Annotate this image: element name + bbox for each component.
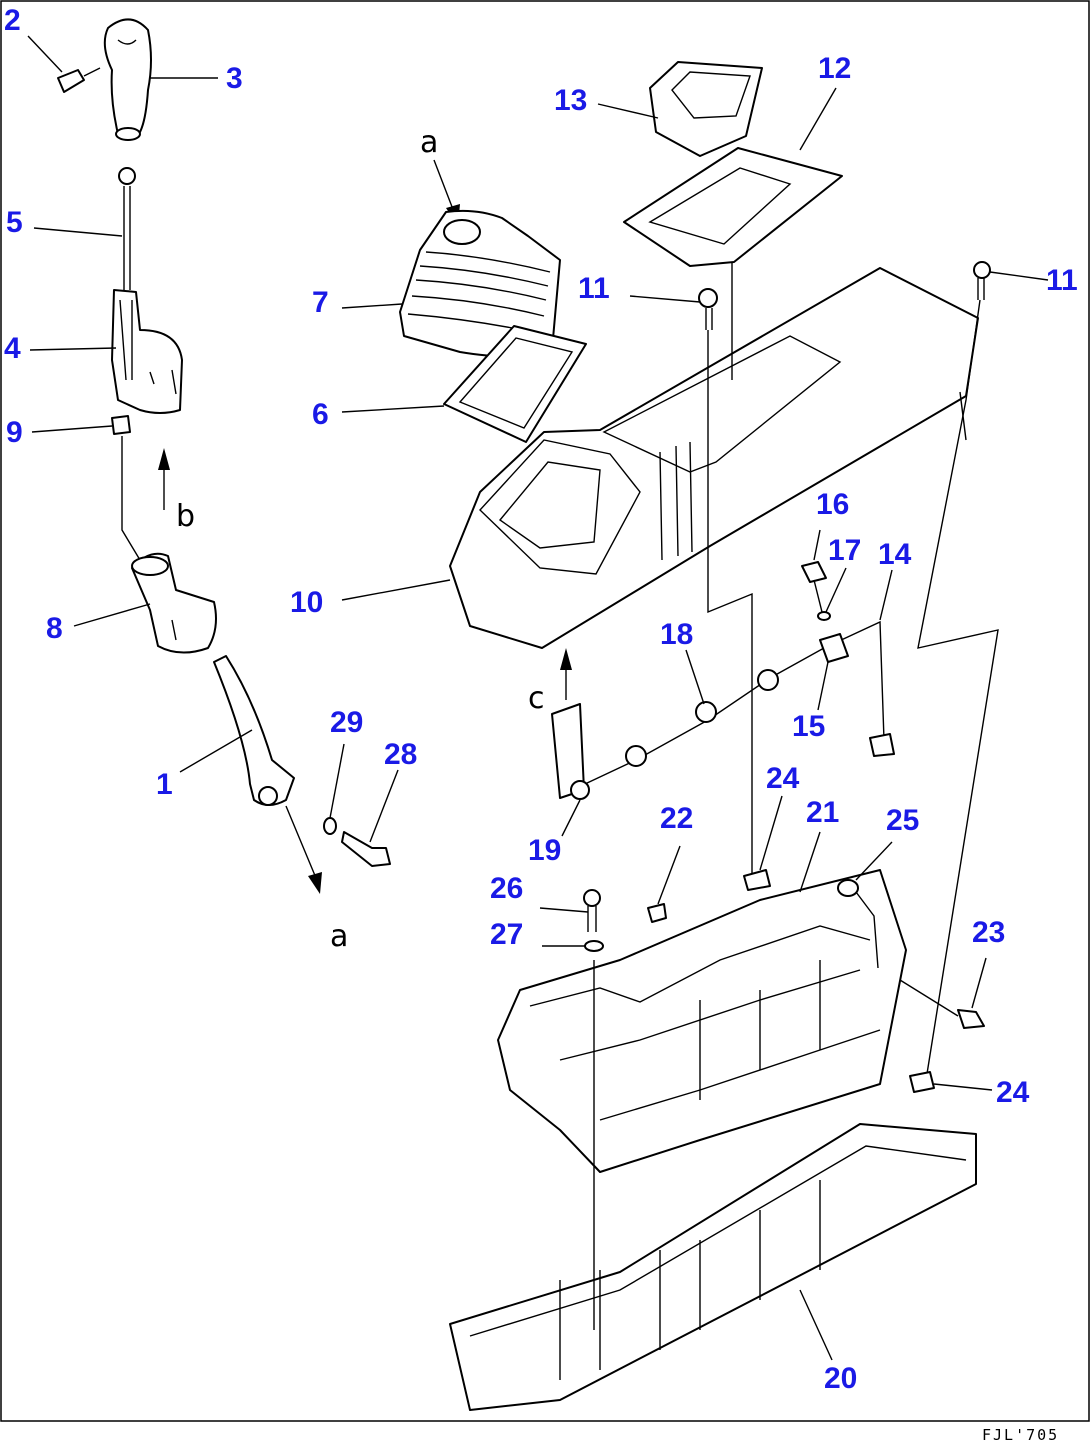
callout-21: 21 bbox=[806, 796, 839, 829]
callout-19: 19 bbox=[528, 834, 561, 867]
part-12-cover bbox=[623, 147, 843, 380]
callout-13: 13 bbox=[554, 84, 587, 117]
part-20-base bbox=[449, 960, 977, 1411]
callout-1: 1 bbox=[156, 768, 173, 801]
part-11-screw-right bbox=[917, 261, 999, 1081]
callout-11-center: 11 bbox=[578, 272, 610, 305]
part-8-boot bbox=[131, 552, 217, 654]
callout-24-upper: 24 bbox=[766, 762, 800, 795]
callout-25: 25 bbox=[886, 804, 919, 837]
part-3-knob bbox=[103, 18, 152, 141]
callout-26: 26 bbox=[490, 872, 523, 905]
part-19-connector bbox=[551, 703, 590, 800]
callout-11-right: 11 bbox=[1046, 264, 1078, 297]
part-29-washer bbox=[323, 817, 337, 835]
ref-arrow-c: c bbox=[528, 648, 572, 716]
callout-labels: 2 3 5 4 9 8 1 29 28 7 6 10 13 12 11 11 1… bbox=[4, 4, 1078, 1395]
callout-23: 23 bbox=[972, 916, 1005, 949]
callout-18: 18 bbox=[660, 618, 693, 651]
callout-20: 20 bbox=[824, 1362, 857, 1395]
part-10-console bbox=[449, 267, 979, 649]
part-17-washer bbox=[817, 611, 831, 621]
ref-arrow-b: b bbox=[158, 448, 195, 534]
ref-letter-a-lower: a bbox=[330, 919, 348, 954]
callout-28: 28 bbox=[384, 738, 417, 771]
part-22-clip bbox=[647, 903, 667, 923]
callout-16: 16 bbox=[816, 488, 849, 521]
callout-7: 7 bbox=[312, 286, 329, 319]
part-1-lever: a bbox=[213, 655, 348, 954]
part-25-grommet bbox=[837, 879, 879, 969]
callout-17: 17 bbox=[828, 534, 861, 567]
part-26-screw bbox=[583, 889, 601, 932]
part-11-screw-center bbox=[698, 288, 753, 874]
part-28-bolt bbox=[341, 831, 391, 867]
callout-4: 4 bbox=[4, 332, 21, 365]
part-9-nut bbox=[111, 415, 141, 561]
callout-15: 15 bbox=[792, 710, 825, 743]
callout-9: 9 bbox=[6, 416, 23, 449]
callout-29: 29 bbox=[330, 706, 363, 739]
part-23-bolt bbox=[899, 979, 985, 1029]
part-21-bracket bbox=[497, 869, 907, 1173]
part-6-plate bbox=[443, 325, 587, 443]
part-18-clamp bbox=[625, 669, 779, 767]
part-4-bracket bbox=[111, 289, 183, 414]
part-7-boot bbox=[399, 209, 561, 358]
callout-14: 14 bbox=[878, 538, 912, 571]
callout-10: 10 bbox=[290, 586, 323, 619]
callout-5: 5 bbox=[6, 206, 23, 239]
leader-lines bbox=[27, 35, 1049, 1361]
part-5-rod bbox=[118, 167, 136, 290]
part-13-switch bbox=[649, 61, 763, 157]
ref-letter-c: c bbox=[528, 681, 545, 716]
callout-27: 27 bbox=[490, 918, 523, 951]
part-27-washer bbox=[584, 940, 604, 952]
callout-6: 6 bbox=[312, 398, 329, 431]
ref-letter-b: b bbox=[176, 499, 195, 534]
part-24-clip-lower bbox=[909, 1071, 935, 1093]
callout-8: 8 bbox=[46, 612, 63, 645]
part-16-bolt bbox=[801, 561, 827, 613]
callout-2: 2 bbox=[4, 4, 21, 37]
callout-22: 22 bbox=[660, 802, 693, 835]
callout-12: 12 bbox=[818, 52, 851, 85]
callout-24-lower: 24 bbox=[996, 1076, 1030, 1109]
callout-3: 3 bbox=[226, 62, 243, 95]
ref-letter-a-upper: a bbox=[420, 125, 438, 160]
part-2-bolt bbox=[57, 67, 101, 93]
part-24-clip-upper bbox=[743, 869, 771, 891]
part-15-clip bbox=[817, 633, 849, 711]
drawing-code: FJL'705 bbox=[982, 1426, 1059, 1444]
